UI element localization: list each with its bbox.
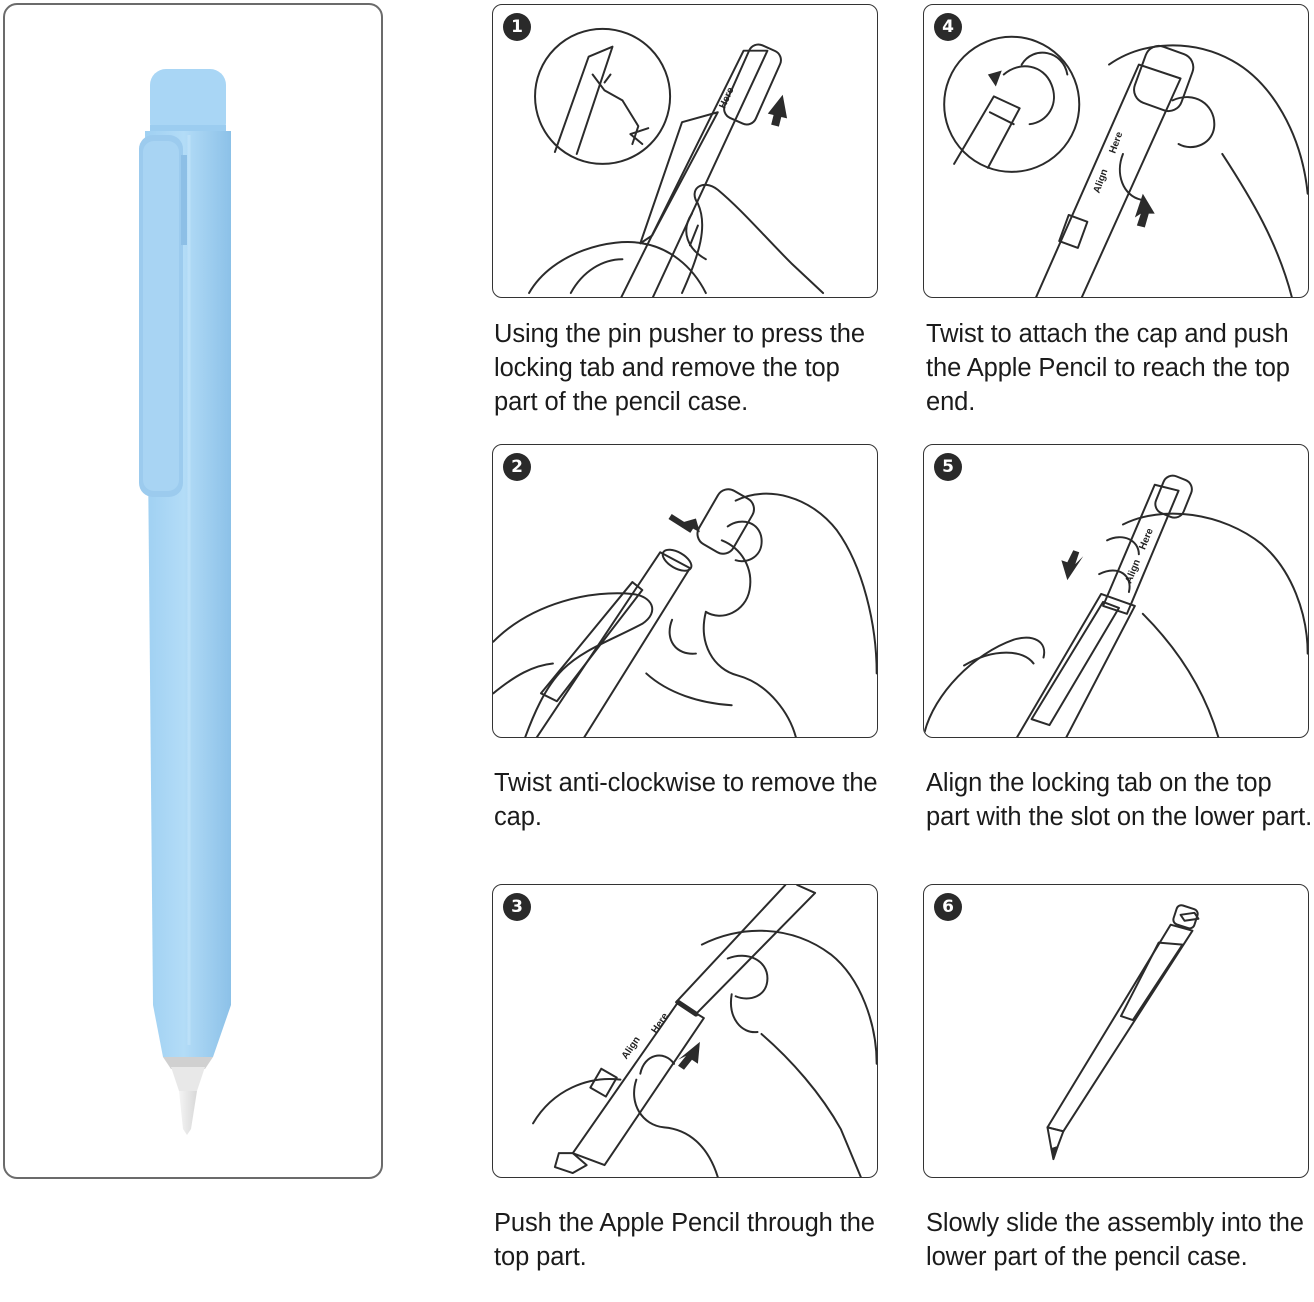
case-label-here: Here — [650, 1011, 672, 1036]
step-6-illustration: 6 — [923, 884, 1309, 1178]
step-2-illustration: 2 — [492, 444, 878, 738]
case-label-here: Here — [1107, 130, 1125, 155]
step-4-drawing: Align Here — [943, 35, 1308, 297]
case-label-align: Align — [1092, 168, 1111, 195]
step-1-caption: Using the pin pusher to press the lockin… — [494, 320, 865, 416]
step-number-badge: 6 — [934, 893, 962, 921]
step-6-caption: Slowly slide the assembly into the lower… — [926, 1209, 1304, 1271]
step-6-drawing — [1046, 904, 1200, 1161]
product-image-panel — [3, 3, 383, 1179]
step-2-caption: Twist anti-clockwise to remove the cap. — [494, 769, 878, 831]
step-number-badge: 2 — [503, 453, 531, 481]
step-3-caption: Push the Apple Pencil through the top pa… — [494, 1209, 875, 1271]
step-5-drawing: Align Here — [924, 474, 1308, 737]
step-number-badge: 5 — [934, 453, 962, 481]
step-number-badge: 3 — [503, 893, 531, 921]
step-5-illustration: Align Here 5 — [923, 444, 1309, 738]
step-number-badge: 1 — [503, 13, 531, 41]
step-number-badge: 4 — [934, 13, 962, 41]
step-1-drawing: Here — [528, 27, 825, 297]
step-5-caption: Align the locking tab on the top part wi… — [926, 769, 1313, 831]
pencil-case-illustration — [139, 69, 231, 1135]
case-label-here: Here — [717, 85, 736, 110]
step-4-caption: Twist to attach the cap and push the App… — [926, 320, 1290, 416]
step-4-illustration: Align Here 4 — [923, 4, 1309, 298]
step-1-illustration: Here 1 — [492, 4, 878, 298]
step-3-drawing: Align Here — [532, 885, 877, 1177]
case-label-here: Here — [1137, 526, 1156, 551]
step-2-drawing — [493, 488, 877, 737]
step-3-illustration: Align Here 3 — [492, 884, 878, 1178]
